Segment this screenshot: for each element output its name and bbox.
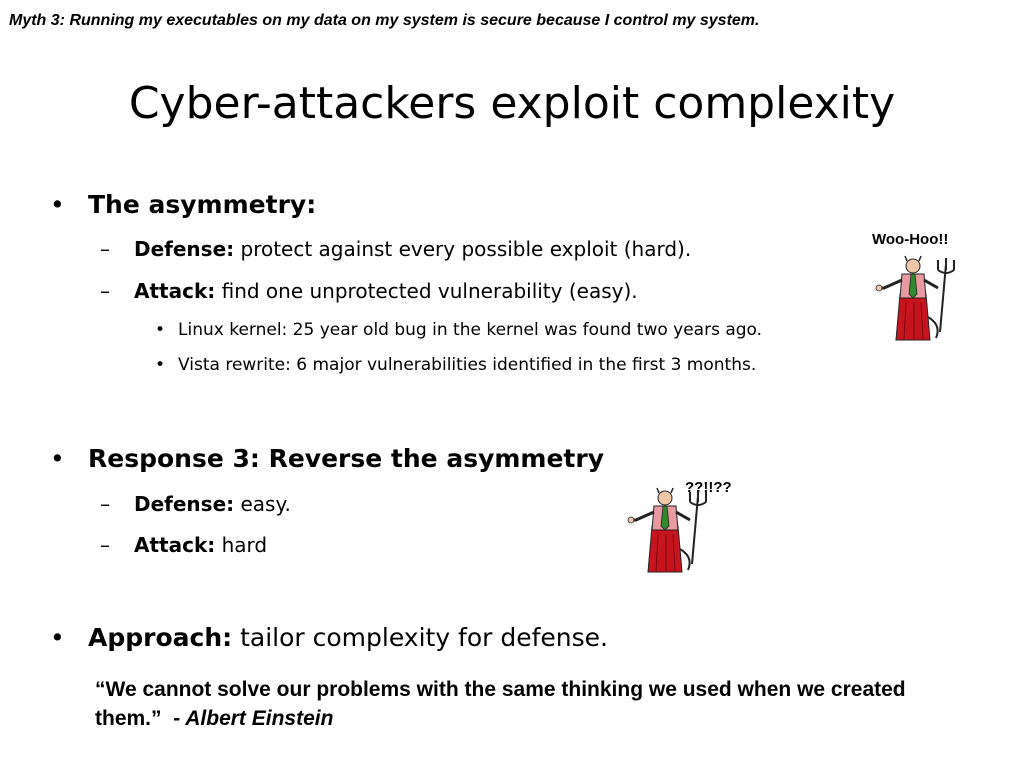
defense-label: Defense: bbox=[134, 237, 235, 261]
quote-text: “We cannot solve our problems with the s… bbox=[95, 678, 906, 730]
approach-bullet: • Approach: tailor complexity for defense… bbox=[50, 623, 608, 652]
dash-icon: – bbox=[100, 492, 110, 516]
approach-label: Approach: bbox=[88, 623, 233, 652]
asymmetry-attack-item: –Attack: find one unprotected vulnerabil… bbox=[100, 279, 638, 303]
dash-icon: – bbox=[100, 279, 110, 303]
slide-title: Cyber-attackers exploit complexity bbox=[128, 78, 896, 129]
response-attack-item: –Attack: hard bbox=[100, 533, 267, 557]
attack-label: Attack: bbox=[134, 279, 216, 303]
example-text: Vista rewrite: 6 major vulnerabilities i… bbox=[178, 355, 757, 375]
defense-text: protect against every possible exploit (… bbox=[234, 237, 692, 261]
response-bullet: • Response 3: Reverse the asymmetry bbox=[50, 444, 604, 473]
myth-header: Myth 3: Running my executables on my dat… bbox=[9, 12, 760, 29]
sub-bullet-icon: • bbox=[155, 320, 166, 340]
quote-author: - Albert Einstein bbox=[173, 707, 334, 730]
bullet-icon: • bbox=[50, 623, 65, 652]
devil-with-pitchfork-icon bbox=[875, 255, 955, 341]
defense-label: Defense: bbox=[134, 492, 235, 516]
example-text: Linux kernel: 25 year old bug in the ker… bbox=[178, 320, 763, 340]
bullet-icon: • bbox=[50, 444, 65, 473]
attack-text: find one unprotected vulnerability (easy… bbox=[215, 279, 638, 303]
response-defense-item: –Defense: easy. bbox=[100, 492, 291, 516]
dash-icon: – bbox=[100, 533, 110, 557]
einstein-quote: “We cannot solve our problems with the s… bbox=[95, 675, 915, 733]
asymmetry-heading: The asymmetry: bbox=[88, 190, 317, 219]
sub-bullet-icon: • bbox=[155, 355, 166, 375]
asymmetry-bullet: • The asymmetry: bbox=[50, 190, 316, 219]
attack-label: Attack: bbox=[134, 533, 216, 557]
woo-hoo-label: Woo-Hoo!! bbox=[872, 231, 949, 248]
confused-label: ??!!?? bbox=[685, 479, 732, 496]
defense-text: easy. bbox=[234, 492, 291, 516]
devil-figure bbox=[627, 487, 707, 573]
bullet-icon: • bbox=[50, 190, 65, 219]
example-vista: • Vista rewrite: 6 major vulnerabilities … bbox=[155, 355, 756, 375]
response-heading: Response 3: Reverse the asymmetry bbox=[88, 444, 605, 473]
example-linux: • Linux kernel: 25 year old bug in the ke… bbox=[155, 320, 762, 340]
attack-text: hard bbox=[215, 533, 268, 557]
approach-text: tailor complexity for defense. bbox=[232, 623, 609, 652]
dash-icon: – bbox=[100, 237, 110, 261]
asymmetry-defense-item: –Defense: protect against every possible… bbox=[100, 237, 691, 261]
devil-figure bbox=[875, 255, 955, 341]
devil-with-pitchfork-icon bbox=[627, 487, 707, 573]
